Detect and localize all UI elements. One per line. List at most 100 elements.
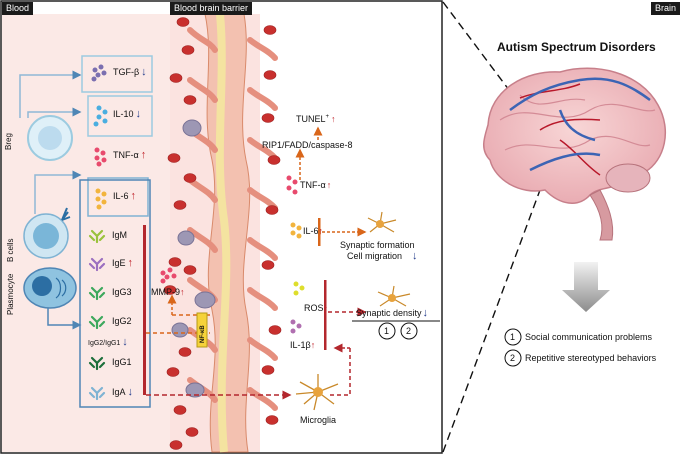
red-blood-cell bbox=[181, 45, 195, 55]
ig-text: IgG2/IgG1 bbox=[88, 340, 121, 347]
red-blood-cell bbox=[265, 415, 279, 425]
red-blood-cell bbox=[167, 153, 181, 163]
tnf-arrow: ↑ bbox=[326, 180, 332, 190]
red-blood-cell bbox=[183, 265, 197, 275]
synaptic-density-text: Synaptic density bbox=[356, 308, 422, 318]
cytokine-arrow: ↑ bbox=[140, 149, 147, 161]
red-blood-cell bbox=[183, 173, 197, 183]
red-blood-cell bbox=[263, 70, 277, 80]
cytokine-text: IL-10 bbox=[113, 109, 134, 119]
cytokine-text: IL-6 bbox=[113, 191, 129, 201]
ros-label: ROS↑ bbox=[304, 303, 328, 314]
ig-label: IgG3 bbox=[112, 287, 134, 298]
cytokine-text: TGF-β bbox=[113, 67, 140, 77]
il1b-text: IL-1β bbox=[290, 340, 311, 350]
asd-title: Autism Spectrum Disorders bbox=[497, 40, 656, 54]
red-blood-cell bbox=[265, 205, 279, 215]
synaptic-density-label: Synaptic density↓ bbox=[356, 308, 428, 319]
cytokine-arrow: ↑ bbox=[130, 190, 137, 202]
leukocyte-cells bbox=[171, 119, 216, 398]
synaptic-formation-label: Synaptic formation bbox=[340, 240, 415, 250]
microglia-icon bbox=[295, 374, 339, 411]
il10-box bbox=[87, 95, 153, 137]
ig-label: IgG2/IgG1↓ bbox=[88, 337, 128, 349]
breg-cell bbox=[27, 115, 73, 161]
cell-migration-label: Cell migration↓ bbox=[347, 251, 418, 262]
ig-y-icon bbox=[88, 386, 106, 401]
brain-item-1: Social communication problems bbox=[525, 332, 653, 342]
ros-bar bbox=[324, 280, 327, 350]
cell-connectors bbox=[19, 70, 82, 330]
red-blood-cell bbox=[173, 200, 187, 210]
tgf-box bbox=[81, 55, 153, 93]
brain-item-2: Repetitive stereotyped behaviors bbox=[525, 353, 657, 363]
microglia-label: Microglia bbox=[300, 415, 337, 425]
red-blood-cell bbox=[261, 113, 275, 123]
breg-label: Breg bbox=[4, 133, 13, 150]
cytokine-text: TNF-α bbox=[113, 150, 139, 160]
red-blood-cell bbox=[268, 325, 282, 335]
tunel-label: TUNEL+↑ bbox=[296, 112, 336, 125]
ig-box bbox=[79, 179, 151, 408]
ig-text: IgM bbox=[112, 230, 128, 240]
mmp9-label: MMP-9↑ bbox=[151, 287, 185, 298]
red-blood-cell bbox=[185, 427, 199, 437]
brain-item-2-circle bbox=[504, 349, 522, 367]
bbb-strip bbox=[170, 13, 278, 453]
red-blood-cells bbox=[163, 17, 282, 450]
cytokine-label: IL-6↑ bbox=[113, 191, 136, 202]
brain-illustration bbox=[483, 67, 666, 241]
b-cell bbox=[23, 207, 71, 259]
nfkb-badge bbox=[196, 312, 208, 348]
red-blood-cell bbox=[267, 155, 281, 165]
ig-label: IgE↑ bbox=[112, 258, 133, 269]
ros-text: ROS bbox=[304, 303, 324, 313]
ig-y-icon bbox=[88, 286, 106, 301]
cytokine-label: TGF-β↓ bbox=[113, 67, 147, 78]
plasmocyte-cell bbox=[23, 267, 77, 309]
il6-box bbox=[87, 177, 149, 217]
tnf-text: TNF-α bbox=[300, 180, 326, 190]
cytokine-label: TNF-α↑ bbox=[113, 150, 146, 161]
bbb-tag: Blood brain barrier bbox=[170, 2, 253, 15]
b-cells-label: B cells bbox=[6, 238, 15, 262]
nfkb-label: NF-κB bbox=[200, 325, 206, 343]
ig-arrow: ↓ bbox=[127, 386, 134, 398]
ig-text: IgG1 bbox=[112, 357, 132, 367]
il6-arrow: ↑ bbox=[318, 226, 324, 236]
tunel-text: TUNEL bbox=[296, 114, 326, 124]
brain-item-2-num: 2 bbox=[510, 353, 516, 363]
ig-y-icon bbox=[88, 229, 106, 244]
brain-tag: Brain bbox=[651, 2, 681, 15]
cytokine-dots bbox=[91, 64, 305, 334]
circle-2-label: 2 bbox=[406, 326, 412, 336]
il1b-label: IL-1β↑ bbox=[290, 340, 315, 351]
red-blood-cell bbox=[261, 365, 275, 375]
red-blood-cell bbox=[178, 347, 192, 357]
circle-1 bbox=[378, 322, 396, 340]
tnf-label: TNF-α↑ bbox=[300, 180, 331, 191]
ig-label: IgM bbox=[112, 230, 129, 241]
cell-migration-text: Cell migration bbox=[347, 251, 403, 261]
red-blood-cell bbox=[261, 260, 275, 270]
plasmocyte-label: Plasmocyte bbox=[6, 273, 15, 315]
ig-label: IgG1 bbox=[112, 357, 134, 368]
mmp9-arrow: ↑ bbox=[180, 287, 185, 297]
ig-text: IgE bbox=[112, 258, 126, 268]
il6-bar bbox=[318, 218, 321, 246]
brain-item-1-num: 1 bbox=[510, 332, 516, 342]
ig-label: IgG2 bbox=[112, 316, 134, 327]
il1b-arrow: ↑ bbox=[310, 340, 316, 350]
immunoglobulin-icons bbox=[88, 229, 106, 401]
red-blood-cell bbox=[168, 257, 182, 267]
cytokine-label: IL-10↓ bbox=[113, 109, 141, 120]
brain-item-1-circle bbox=[504, 328, 522, 346]
red-blood-cell bbox=[166, 367, 180, 377]
il6-path-label: IL-6↑ bbox=[303, 226, 323, 237]
ig-y-icon bbox=[88, 315, 106, 330]
il6-text: IL-6 bbox=[303, 226, 319, 236]
ros-arrow: ↑ bbox=[323, 303, 329, 313]
red-blood-cell bbox=[169, 73, 183, 83]
ig-y-icon bbox=[88, 356, 106, 371]
cytokine-arrow: ↓ bbox=[135, 108, 142, 120]
